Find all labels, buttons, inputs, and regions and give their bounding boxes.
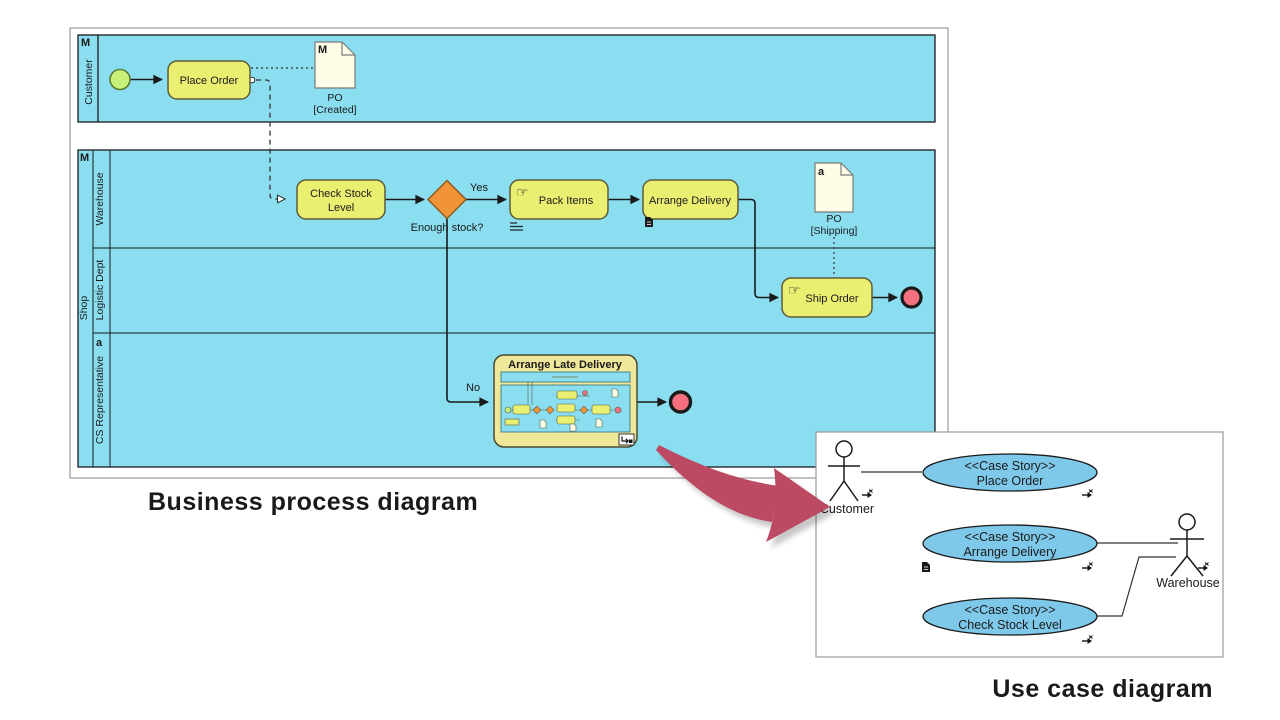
link-check-stock-warehouse [1097,556,1176,617]
gateway-yes-label: Yes [470,182,488,194]
task-check-stock-line1: Check Stock [310,188,372,200]
worklist-icon [510,222,523,231]
bpd-caption: Business process diagram [148,488,478,516]
pool-shop-label: Shop [78,296,90,321]
task-pack-items-shape[interactable] [509,179,609,220]
subprocess-label: Arrange Late Delivery [508,359,623,371]
document-po-created[interactable]: M PO [Created] [313,41,357,116]
usecase-place-order-shape[interactable] [922,453,1098,492]
actor-warehouse-label: Warehouse [1156,576,1220,590]
task-arrange-delivery-shape[interactable] [642,179,739,220]
document-po-shipping-marker: a [818,166,825,178]
transitor-icon [1082,635,1093,644]
document-po-created-shape[interactable] [314,41,356,89]
usecase-arrange-delivery-shape[interactable] [922,524,1098,563]
transitor-icon [1198,562,1209,571]
hand-icon: ☞ [516,184,529,200]
task-arrange-delivery-label: Arrange Delivery [649,195,731,207]
transitor-icons [862,489,1209,644]
task-ship-order-label: Ship Order [805,293,859,305]
message-flow-place-order-check-stock [256,79,287,204]
transitor-icon [1082,489,1093,498]
usecase-check-stock-shape[interactable] [922,597,1098,636]
drill-down-icon[interactable] [618,433,635,446]
task-place-order-shape[interactable] [167,60,251,100]
lane-cs-rep-label: CS Representative [94,356,106,444]
pool-customer-marker: M [81,37,90,49]
gateway-question-label: Enough stock? [411,222,484,234]
document-fold [840,163,853,176]
hand-icon: ☞ [788,282,801,298]
end-event-late-delivery[interactable] [668,390,693,414]
task-ship-order-shape[interactable] [781,277,873,318]
bpd-panel: M Customer M Shop Warehouse Logistic Dep… [69,27,949,479]
gateway-enough-stock[interactable]: Yes Enough stock? No [411,179,489,395]
ucd-panel: Customer Warehouse <<Case Story>> Place … [815,431,1224,658]
task-check-stock-line2: Level [328,202,354,214]
document-icon [645,217,653,227]
usecase-arrange-delivery-name: Arrange Delivery [963,545,1057,559]
task-pack-items[interactable]: ☞ Pack Items [509,179,609,231]
task-place-order-label: Place Order [180,75,239,87]
swoosh-arrow-body [656,445,830,542]
document-fold [341,42,355,56]
gateway-no-label: No [466,382,480,394]
usecase-arrange-delivery[interactable]: <<Case Story>> Arrange Delivery [922,524,1098,563]
lane-cs-rep-marker: a [96,337,103,349]
pool-customer-label: Customer [83,59,95,105]
task-pack-items-label: Pack Items [539,195,594,207]
document-po-created-name: PO [327,92,342,104]
task-check-stock-level[interactable]: Check Stock Level [296,179,386,220]
swoosh-arrow [656,445,835,548]
usecase-place-order-stereotype: <<Case Story>> [964,459,1055,473]
flow-arrange-to-ship [738,198,779,303]
gateway-shape[interactable] [426,179,468,220]
transitor-icon [862,489,873,498]
usecase-check-stock-level[interactable]: <<Case Story>> Check Stock Level [922,597,1098,636]
mini-process-preview [504,382,622,432]
pool-shop-marker: M [80,152,89,164]
usecase-place-order[interactable]: <<Case Story>> Place Order [922,453,1098,492]
document-po-created-marker: M [318,44,327,56]
lane-warehouse-label: Warehouse [94,172,106,225]
usecase-arrange-delivery-stereotype: <<Case Story>> [964,530,1055,544]
usecase-check-stock-name: Check Stock Level [958,618,1062,632]
end-event-ship[interactable] [900,286,923,309]
document-po-shipping-name: PO [826,213,841,225]
document-po-shipping-state: [Shipping] [811,225,858,237]
subprocess-arrange-late-delivery[interactable]: Arrange Late Delivery [493,354,638,448]
actor-warehouse[interactable]: Warehouse [1156,513,1220,590]
document-po-created-state: [Created] [313,104,356,116]
usecase-check-stock-stereotype: <<Case Story>> [964,603,1055,617]
lane-logistic-label: Logistic Dept [94,260,106,321]
task-arrange-delivery[interactable]: Arrange Delivery [642,179,739,227]
task-place-order[interactable]: Place Order [167,60,251,100]
document-po-shipping[interactable]: a PO [Shipping] [811,162,858,237]
document-icon [922,562,930,572]
ucd-caption: Use case diagram [992,675,1213,703]
transitor-icon [1082,562,1093,571]
flow-gateway-no [446,218,489,407]
start-event[interactable] [109,68,131,91]
task-ship-order[interactable]: ☞ Ship Order [781,277,873,318]
task-check-stock-shape[interactable] [296,179,386,220]
usecase-place-order-name: Place Order [977,474,1044,488]
